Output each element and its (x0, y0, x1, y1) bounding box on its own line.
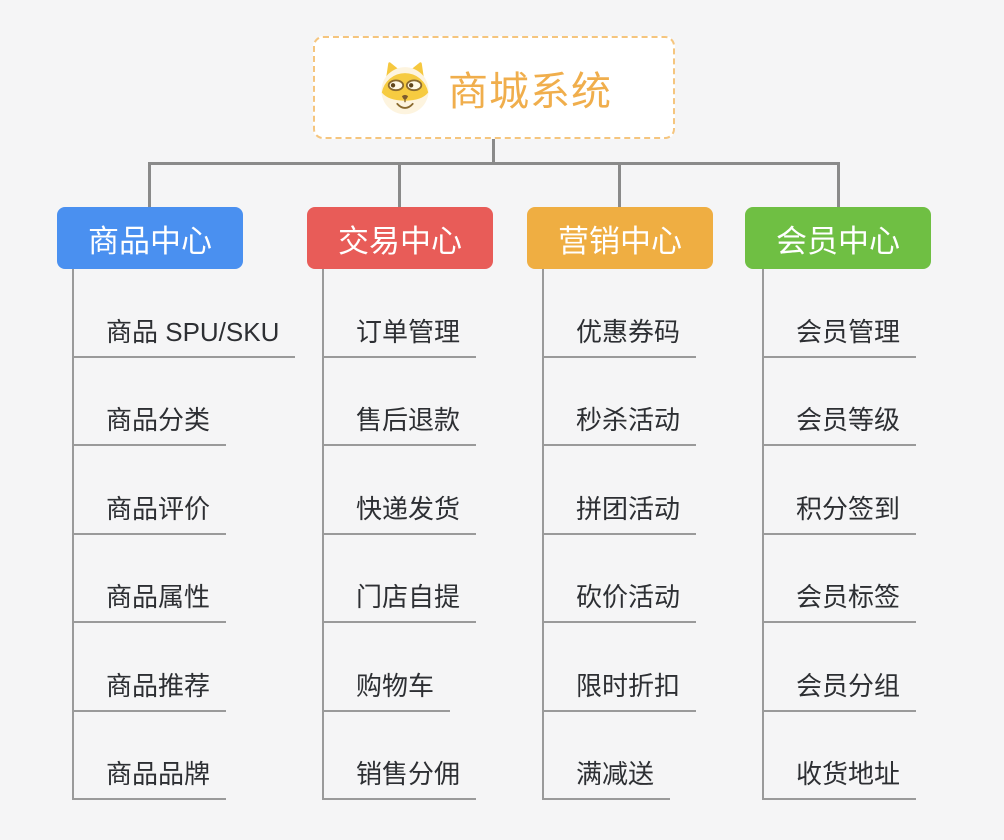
leaf-item[interactable]: 售后退款 (322, 358, 477, 446)
leaf-item[interactable]: 限时折扣 (542, 623, 697, 712)
leaf-item[interactable]: 积分签到 (762, 446, 917, 535)
leaf-item[interactable]: 满减送 (542, 712, 696, 800)
branch-label: 商品中心 (88, 223, 212, 259)
leaf-item[interactable]: 商品评价 (72, 446, 295, 535)
leaf-column-member-center: 会员管理 会员等级 积分签到 会员标签 会员分组 收货地址 (762, 269, 917, 800)
leaf-item[interactable]: 购物车 (322, 623, 476, 712)
branch-node-marketing-center[interactable]: 营销中心 (527, 207, 713, 269)
leaf-item[interactable]: 秒杀活动 (542, 358, 697, 446)
leaf-item[interactable]: 商品 SPU/SKU (72, 269, 296, 358)
leaf-item[interactable]: 收货地址 (762, 712, 917, 800)
leaf-item[interactable]: 销售分佣 (322, 712, 477, 800)
connector-drop-marketing (618, 162, 621, 208)
root-node[interactable]: 商城系统 (313, 36, 675, 139)
branch-node-member-center[interactable]: 会员中心 (745, 207, 931, 269)
leaf-item[interactable]: 快递发货 (322, 446, 477, 535)
connector-drop-member (837, 162, 840, 208)
leaf-item[interactable]: 商品品牌 (72, 712, 295, 800)
branch-label: 交易中心 (338, 223, 462, 259)
leaf-item[interactable]: 优惠券码 (542, 269, 697, 358)
leaf-item[interactable]: 拼团活动 (542, 446, 697, 535)
branch-label: 营销中心 (558, 223, 682, 259)
leaf-item[interactable]: 会员分组 (762, 623, 917, 712)
connector-drop-product (148, 162, 151, 208)
leaf-item[interactable]: 门店自提 (322, 535, 477, 623)
connector-bus (148, 162, 840, 165)
leaf-item[interactable]: 商品推荐 (72, 623, 295, 712)
leaf-column-trade-center: 订单管理 售后退款 快递发货 门店自提 购物车 销售分佣 (322, 269, 477, 800)
leaf-item[interactable]: 砍价活动 (542, 535, 697, 623)
dog-face-icon (381, 61, 429, 114)
leaf-item[interactable]: 订单管理 (322, 269, 477, 358)
leaf-item[interactable]: 会员管理 (762, 269, 917, 358)
connector-drop-trade (398, 162, 401, 208)
leaf-item[interactable]: 商品分类 (72, 358, 295, 446)
leaf-item[interactable]: 商品属性 (72, 535, 295, 623)
branch-label: 会员中心 (776, 223, 900, 259)
branch-node-product-center[interactable]: 商品中心 (57, 207, 243, 269)
leaf-item[interactable]: 会员标签 (762, 535, 917, 623)
leaf-item[interactable]: 会员等级 (762, 358, 917, 446)
branch-node-trade-center[interactable]: 交易中心 (307, 207, 493, 269)
leaf-column-product-center: 商品 SPU/SKU 商品分类 商品评价 商品属性 商品推荐 商品品牌 (72, 269, 296, 800)
root-title: 商城系统 (448, 69, 612, 114)
connector-root-stub (492, 138, 495, 164)
leaf-column-marketing-center: 优惠券码 秒杀活动 拼团活动 砍价活动 限时折扣 满减送 (542, 269, 697, 800)
